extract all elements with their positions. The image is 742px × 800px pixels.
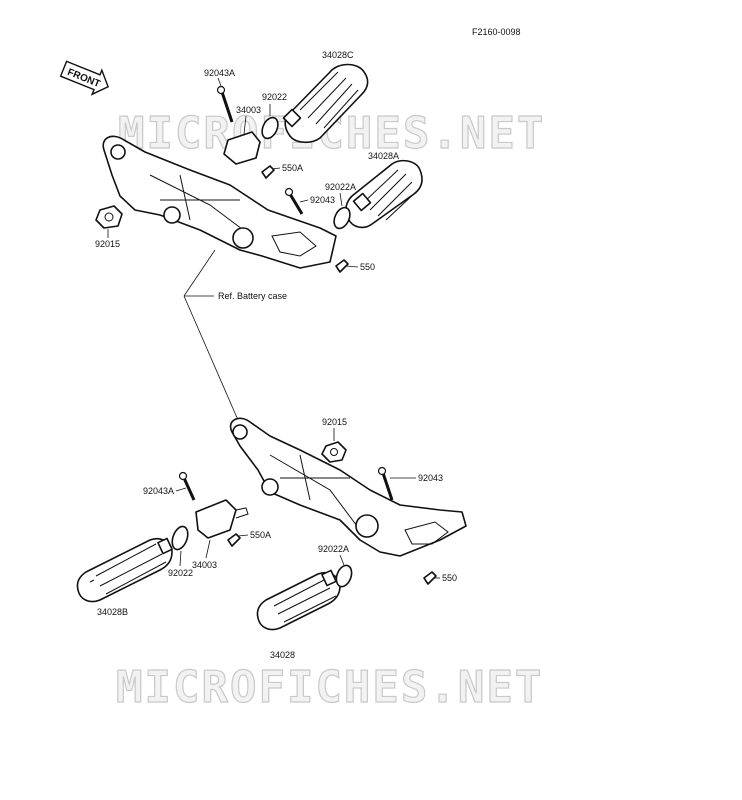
label-550a-upper: 550A — [282, 163, 303, 173]
label-92022a-lower: 92022A — [318, 544, 349, 554]
label-34003-upper: 34003 — [236, 105, 261, 115]
label-550-lower: 550 — [442, 573, 457, 583]
label-92043a-upper: 92043A — [204, 68, 235, 78]
upper-bracket — [102, 135, 337, 269]
upper-labels: 34028C 92043A 92022 34003 550A 34028A 92… — [95, 50, 399, 272]
front-arrow-icon: FRONT — [59, 60, 109, 96]
lower-holder-34003 — [195, 499, 237, 539]
label-92022-upper: 92022 — [262, 92, 287, 102]
lower-labels: 92015 92043 92043A 550A 34003 92022 9202… — [97, 417, 457, 660]
label-550a-lower: 550A — [250, 530, 271, 540]
lower-footpeg-rubber-34028 — [256, 569, 341, 631]
watermark-bottom: MICROFICHES.NET — [116, 662, 543, 713]
upper-washer-92022 — [261, 116, 279, 140]
label-92022a-upper: 92022A — [325, 182, 356, 192]
label-92015-lower: 92015 — [322, 417, 347, 427]
lower-washer-92022 — [171, 525, 189, 551]
label-34028: 34028 — [270, 650, 295, 660]
label-550-upper: 550 — [360, 262, 375, 272]
upper-footpeg-rubber-34028a — [345, 159, 423, 229]
label-92043-upper: 92043 — [310, 195, 335, 205]
lower-cotter-pin-550a — [227, 533, 241, 547]
upper-washer-92022a — [333, 206, 351, 230]
label-34028c: 34028C — [322, 50, 354, 60]
upper-pin-92043a — [216, 85, 234, 123]
lower-cotter-pin-550 — [423, 571, 437, 585]
watermark-top: MICROFICHES.NET — [118, 108, 545, 159]
label-92043a-lower: 92043A — [143, 486, 174, 496]
label-92022-lower: 92022 — [168, 568, 193, 578]
upper-footpeg-rubber-34028c — [282, 63, 369, 144]
lower-washer-92022a — [335, 564, 353, 588]
upper-pin-92043 — [284, 187, 304, 215]
lower-bracket — [229, 417, 467, 557]
label-34028a: 34028A — [368, 151, 399, 161]
lower-pin-92043 — [377, 466, 394, 501]
upper-cotter-pin-550a — [261, 165, 275, 179]
lower-footpeg-rubber-34028b — [76, 537, 173, 603]
label-34003-lower: 34003 — [192, 560, 217, 570]
label-92015-upper: 92015 — [95, 239, 120, 249]
lower-pin-92043a — [178, 471, 196, 501]
upper-cotter-pin-550 — [335, 259, 349, 273]
ref-battery-case-note: Ref. Battery case — [218, 291, 287, 301]
label-92043-lower: 92043 — [418, 473, 443, 483]
battery-case-reference: Ref. Battery case — [183, 249, 287, 421]
label-34028b: 34028B — [97, 607, 128, 617]
diagram-code: F2160-0098 — [472, 27, 521, 37]
upper-holder-34003 — [223, 131, 261, 165]
